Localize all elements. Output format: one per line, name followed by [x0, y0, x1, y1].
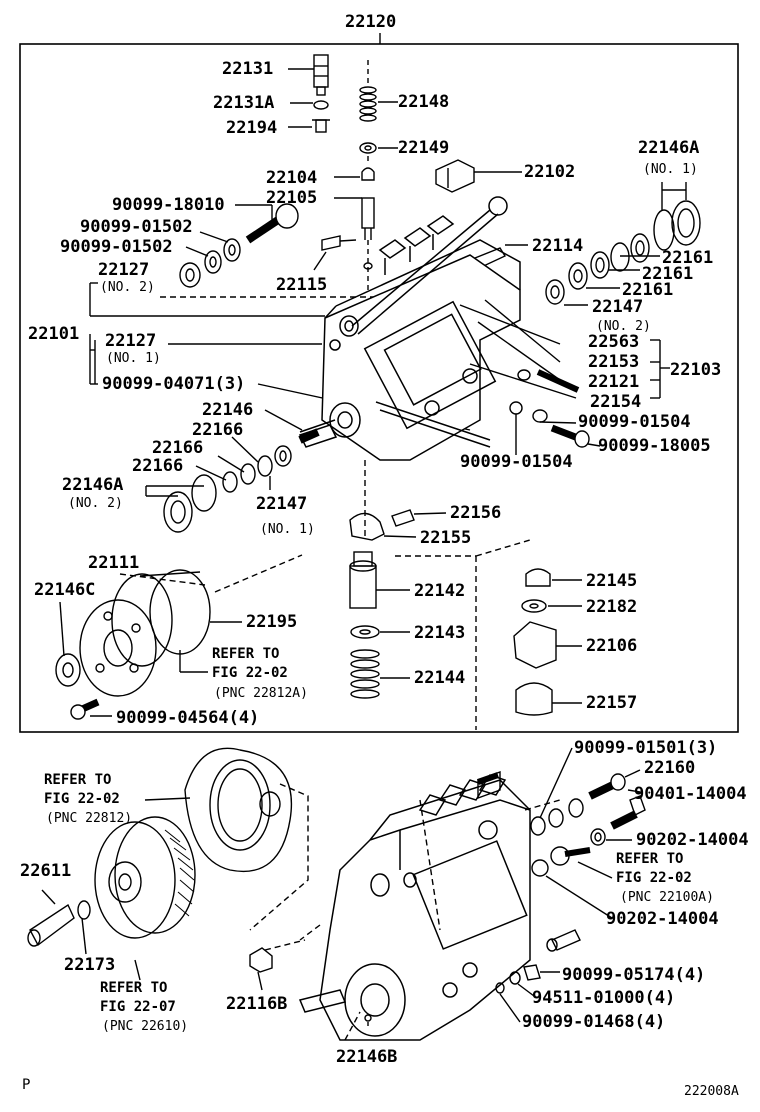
label-22563: 22563	[588, 332, 640, 352]
label-90099-01504-b: 90099-01504	[460, 452, 573, 472]
label-22147-no1-sub: (NO. 1)	[260, 522, 315, 537]
label-22166-c: 22166	[132, 456, 184, 476]
label-22194: 22194	[226, 118, 278, 138]
label-22157: 22157	[586, 693, 638, 713]
label-90099-18005: 90099-18005	[598, 436, 711, 456]
pump-body-upper	[298, 196, 521, 461]
label-94511-01000: 94511-01000(4)	[532, 988, 676, 1008]
label-22154: 22154	[590, 392, 642, 412]
label-22155: 22155	[420, 528, 472, 548]
delivery-valve-holder	[313, 54, 329, 96]
label-22149: 22149	[398, 138, 450, 158]
label-22127-no1-sub: (NO. 1)	[106, 351, 161, 366]
label-22144: 22144	[414, 668, 466, 688]
footer-left: P	[22, 1077, 31, 1093]
label-90099-01468: 90099-01468(4)	[522, 1012, 666, 1032]
label-22121: 22121	[588, 372, 640, 392]
refer-fig-1: FIG 22-02	[212, 665, 288, 681]
label-22146c: 22146C	[34, 580, 96, 600]
refer-to-2: REFER TO	[44, 772, 112, 788]
label-22127-no2-sub: (NO. 2)	[100, 280, 155, 295]
assembly-title: 22120	[345, 12, 397, 32]
label-22195: 22195	[246, 612, 298, 632]
label-22116b: 22116B	[226, 994, 288, 1014]
label-22101: 22101	[28, 324, 80, 344]
label-22160: 22160	[644, 758, 696, 778]
label-22146a-no1: 22146A	[638, 138, 700, 158]
label-90401-14004: 90401-14004	[634, 784, 747, 804]
refer-fig-2: FIG 22-02	[44, 791, 120, 807]
label-22127-no2: 22127	[98, 260, 150, 280]
label-22611: 22611	[20, 861, 72, 881]
label-22114: 22114	[532, 236, 584, 256]
label-22102: 22102	[524, 162, 576, 182]
pump-body-lower	[298, 774, 531, 1041]
label-22146a-no1-sub: (NO. 1)	[643, 162, 698, 177]
label-22147-no2: 22147	[592, 297, 644, 317]
label-22142: 22142	[414, 581, 466, 601]
label-90099-01502-b: 90099-01502	[60, 237, 173, 257]
label-22146b: 22146B	[336, 1047, 398, 1067]
label-22146: 22146	[202, 400, 254, 420]
label-22115: 22115	[276, 275, 328, 295]
label-22161-b: 22161	[642, 264, 694, 284]
footer-right: 222008A	[684, 1084, 739, 1099]
refer-pnc-3: (PNC 22100A)	[620, 890, 714, 905]
refer-fig-3: FIG 22-02	[616, 870, 692, 886]
label-90099-05174: 90099-05174(4)	[562, 965, 706, 985]
refer-pnc-4: (PNC 22610)	[102, 1019, 189, 1034]
label-22131a: 22131A	[213, 93, 275, 113]
label-90099-01501: 90099-01501(3)	[574, 738, 718, 758]
label-90099-04071: 90099-04071(3)	[102, 374, 246, 394]
label-22147-no1: 22147	[256, 494, 308, 514]
label-22127-no1: 22127	[105, 331, 157, 351]
label-22104: 22104	[266, 168, 318, 188]
label-22103: 22103	[670, 360, 722, 380]
refer-to-4: REFER TO	[100, 980, 168, 996]
label-90099-04564: 90099-04564(4)	[116, 708, 260, 728]
label-22166-b: 22166	[152, 438, 204, 458]
label-22147-no2-sub: (NO. 2)	[596, 319, 651, 334]
label-22182: 22182	[586, 597, 638, 617]
label-90099-01502-a: 90099-01502	[80, 217, 193, 237]
refer-to-3: REFER TO	[616, 851, 684, 867]
label-90099-01504-a: 90099-01504	[578, 412, 691, 432]
label-22156: 22156	[450, 503, 502, 523]
label-90099-18010: 90099-18010	[112, 195, 225, 215]
label-90202-14004-a: 90202-14004	[636, 830, 749, 850]
label-22105: 22105	[266, 188, 318, 208]
label-22146a-no2: 22146A	[62, 475, 124, 495]
refer-pnc-1: (PNC 22812A)	[214, 686, 308, 701]
label-90202-14004-b: 90202-14004	[606, 909, 719, 929]
label-22161-a: 22161	[662, 248, 714, 268]
refer-to-1: REFER TO	[212, 646, 280, 662]
label-22145: 22145	[586, 571, 638, 591]
label-22143: 22143	[414, 623, 466, 643]
label-22131: 22131	[222, 59, 274, 79]
label-22111: 22111	[88, 553, 140, 573]
refer-fig-4: FIG 22-07	[100, 999, 176, 1015]
label-22161-c: 22161	[622, 280, 674, 300]
label-22146a-no2-sub: (NO. 2)	[68, 496, 123, 511]
label-22166-a: 22166	[192, 420, 244, 440]
refer-pnc-2: (PNC 22812)	[46, 811, 133, 826]
label-22148: 22148	[398, 92, 450, 112]
label-22106: 22106	[586, 636, 638, 656]
label-22173: 22173	[64, 955, 116, 975]
label-22153: 22153	[588, 352, 640, 372]
